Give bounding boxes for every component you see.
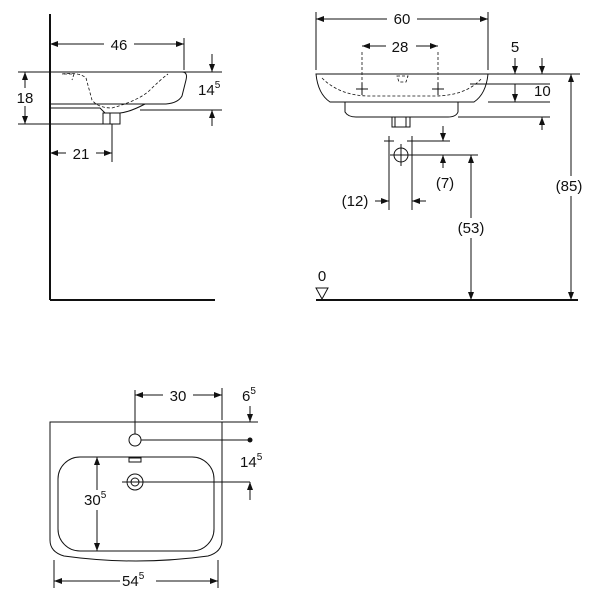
dim-18-label: 18 (17, 90, 34, 107)
front-view: 60 28 5 10 (85) (315, 10, 590, 301)
waste-front (391, 116, 411, 128)
side-view: 46 18 145 21 (12, 14, 222, 301)
top-view: 30 65 145 305 545 (49, 386, 263, 591)
dim-10-label: 10 (534, 83, 551, 100)
dim-14-5-top-label: 145 (240, 452, 263, 471)
basin-front-bowl (344, 102, 459, 118)
dim-5-label: 5 (511, 39, 519, 56)
front-bowl-hidden-line (321, 77, 483, 97)
tap-hole-left (356, 52, 368, 95)
dim-85-label: (85) (556, 178, 583, 195)
dim-54-5-label: 545 (122, 571, 145, 590)
dim-14-5-label: 145 (198, 80, 221, 99)
overflow-hidden-line (64, 73, 75, 81)
basin-top-outline (49, 421, 223, 562)
floor-level-label: 0 (318, 268, 326, 285)
overflow-top (128, 457, 142, 463)
dim-30-5-label: 305 (84, 490, 107, 509)
dim-30-label: 30 (170, 388, 187, 405)
dim-6-5-label: 65 (242, 386, 256, 405)
waste-outlet (102, 112, 121, 125)
tap-hole-right (432, 52, 444, 95)
dim-21-label: 21 (73, 146, 90, 163)
overflow-front (396, 75, 409, 83)
dim-28-label: 28 (392, 39, 409, 56)
bowl-hidden-line (61, 73, 169, 109)
dim-53-label: (53) (458, 220, 485, 237)
waste-connection-symbols (384, 136, 417, 166)
basin-side-profile (50, 71, 187, 114)
dim-12-label: (12) (342, 193, 369, 210)
floor-level-marker (315, 287, 329, 301)
basin-top-bowl (57, 456, 215, 552)
basin-front-outline (315, 73, 489, 103)
dim-60-label: 60 (394, 11, 411, 28)
dim-46-label: 46 (111, 37, 128, 54)
tap-hole-top (128, 433, 142, 447)
dim-7-label: (7) (436, 175, 454, 192)
